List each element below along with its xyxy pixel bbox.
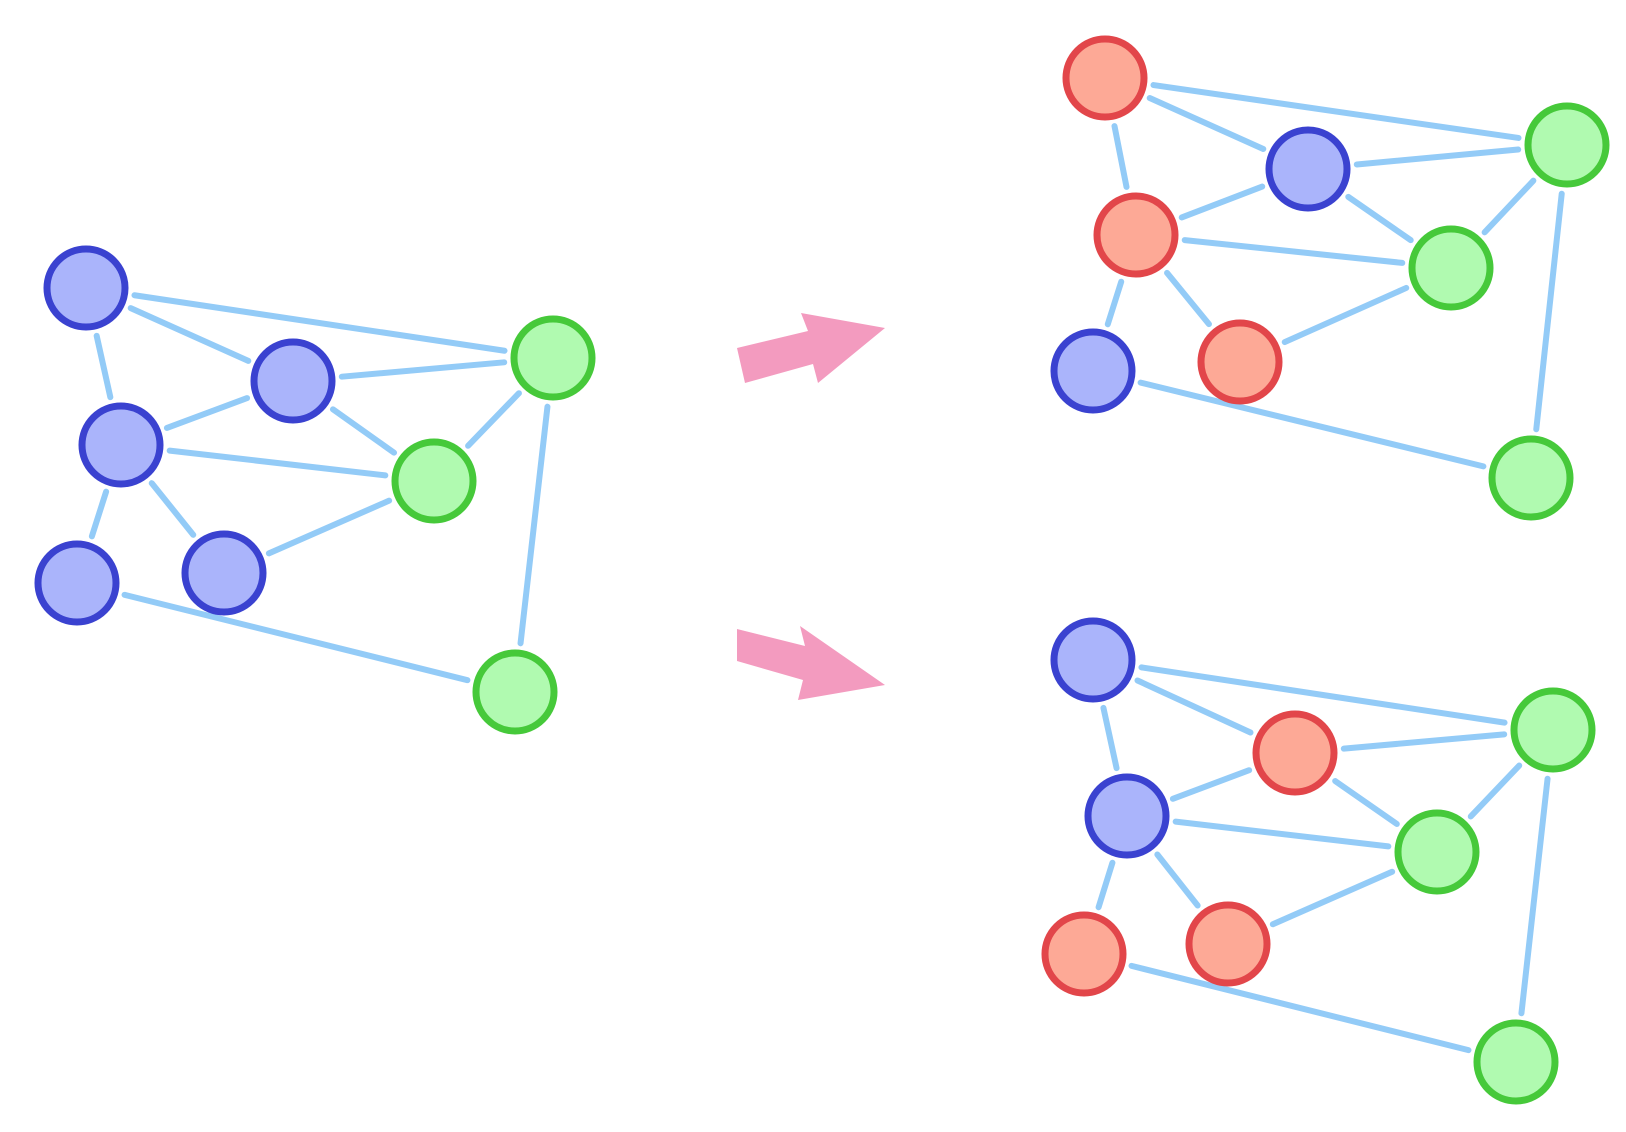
graph-edge xyxy=(1150,82,1522,141)
graph-node-blue xyxy=(78,402,164,488)
arrow-to-top-result xyxy=(737,313,885,383)
graph-edge xyxy=(1269,868,1396,928)
graph-edge xyxy=(1137,379,1487,470)
graph-edge xyxy=(465,390,522,449)
graphs-layer xyxy=(34,35,1610,1105)
graph-edge xyxy=(163,395,251,431)
graph-edge xyxy=(1154,851,1201,909)
graph-edge xyxy=(338,359,508,380)
graph-node-red xyxy=(1185,901,1271,987)
arrows-layer xyxy=(737,313,885,700)
graph-edge xyxy=(1345,193,1414,244)
graph-edge xyxy=(166,447,389,479)
graph-edge xyxy=(329,406,398,456)
graph-edge xyxy=(1100,704,1120,772)
graph-edge xyxy=(131,292,508,354)
graph-edge xyxy=(1533,190,1565,433)
graph-node-green xyxy=(1408,225,1494,311)
graph-edge xyxy=(88,488,110,540)
graph-edge xyxy=(1353,146,1522,168)
graph-node-blue xyxy=(250,338,336,424)
graph-edge xyxy=(1138,664,1508,726)
graph-node-red xyxy=(1041,911,1127,997)
graph-edge xyxy=(93,332,114,401)
graph-node-blue xyxy=(1265,126,1351,212)
graph-edge xyxy=(121,591,471,684)
graph-node-green xyxy=(391,438,477,524)
graph-edge xyxy=(1281,284,1410,346)
graph-edge xyxy=(1481,177,1537,236)
arrow-to-bottom-result xyxy=(737,626,885,700)
graph-node-green xyxy=(1394,809,1480,895)
graph-node-blue xyxy=(181,530,267,616)
graph-edge xyxy=(1128,962,1472,1054)
graph-edge xyxy=(1111,123,1130,190)
graph-node-red xyxy=(1252,710,1338,796)
graph-node-red xyxy=(1093,192,1179,278)
graph-edge xyxy=(1164,269,1212,328)
graph-node-green xyxy=(472,649,558,735)
graph-node-green xyxy=(1488,435,1574,521)
graph-edge xyxy=(1332,778,1400,827)
graph-edge xyxy=(1146,95,1267,152)
source-graph xyxy=(34,245,596,735)
graph-edge xyxy=(1104,278,1125,328)
graph-edge xyxy=(148,480,197,538)
result-graph-top xyxy=(1050,35,1610,521)
graph-edge xyxy=(127,305,252,364)
result-graph-bottom xyxy=(1041,617,1596,1105)
graph-edge xyxy=(1178,183,1266,221)
graph-node-blue xyxy=(43,245,129,331)
graph-node-blue xyxy=(1050,328,1136,414)
graph-node-blue xyxy=(1050,617,1136,703)
graph-node-green xyxy=(1510,687,1596,773)
graph-node-green xyxy=(1473,1019,1559,1105)
graph-edge xyxy=(517,403,551,647)
graph-edge xyxy=(1518,775,1551,1017)
graph-node-blue xyxy=(34,540,120,626)
graph-edge xyxy=(1134,677,1254,736)
graph-edge xyxy=(1169,767,1253,802)
graph-edge xyxy=(1095,859,1116,911)
graph-edge xyxy=(1340,731,1508,752)
graph-node-green xyxy=(510,315,596,401)
graph-edge xyxy=(265,497,393,557)
graph-node-red xyxy=(1197,319,1283,405)
graph-node-green xyxy=(1524,102,1610,188)
graph-node-blue xyxy=(1084,773,1170,859)
graph-node-red xyxy=(1062,35,1148,121)
graph-edge xyxy=(1172,818,1392,850)
graph-edge xyxy=(1467,762,1523,820)
graph-edge xyxy=(1181,237,1406,266)
